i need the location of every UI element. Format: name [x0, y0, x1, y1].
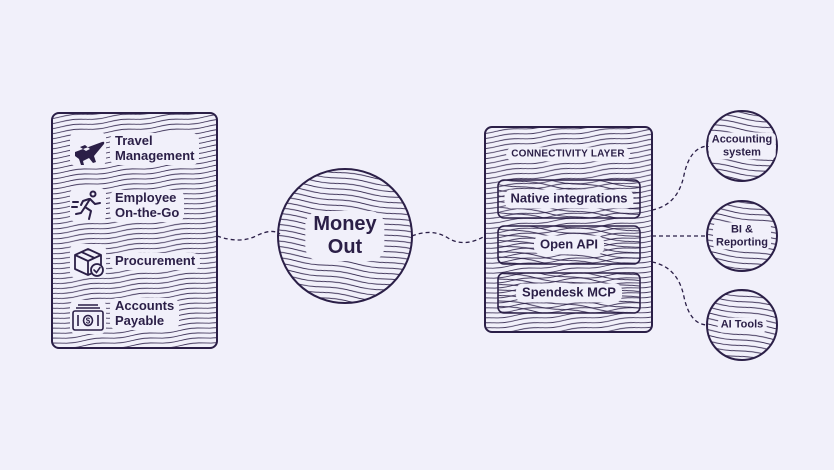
- native-integrations-label: Native integrations: [504, 189, 634, 209]
- connectivity-layer-title: CONNECTIVITY LAYER: [506, 147, 630, 161]
- connector-to-accounting: [651, 145, 709, 211]
- ai-tools-label: AI Tools: [717, 317, 767, 333]
- open-api-label: Open API: [533, 235, 605, 255]
- svg-text:$: $: [86, 317, 91, 326]
- left-panel: [51, 112, 218, 349]
- connector-center-to-layer: [411, 231, 486, 244]
- airplane-icon: [70, 132, 106, 166]
- connector-left-to-center: [216, 230, 281, 241]
- package-check-icon: [70, 244, 106, 278]
- bi-reporting-label: BI &Reporting: [713, 222, 771, 250]
- running-person-icon: [70, 188, 106, 222]
- cash-stack-icon: $: [70, 300, 106, 334]
- connector-to-ai: [651, 261, 709, 326]
- spendesk-mcp-label: Spendesk MCP: [516, 283, 622, 303]
- procurement-label: Procurement: [110, 253, 201, 270]
